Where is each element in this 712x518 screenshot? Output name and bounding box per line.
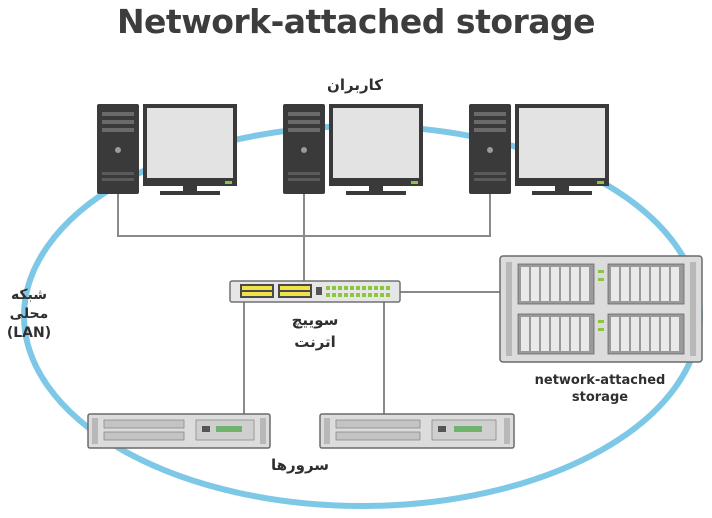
lan-label: شبکه محلی (LAN) [0, 286, 58, 343]
lan-label-line3: (LAN) [6, 325, 52, 341]
nas-label-line2: storage [571, 390, 629, 405]
computer-2 [283, 104, 423, 195]
monitor-screen [333, 108, 419, 178]
monitor-screen [147, 108, 233, 178]
servers-label: سرورها [270, 456, 330, 474]
computer-3 [469, 104, 609, 195]
nas-device [499, 255, 703, 363]
monitor-screen [519, 108, 605, 178]
switch-label-line2: اترنت [294, 333, 336, 351]
server-1 [87, 413, 271, 449]
ethernet-switch [229, 280, 401, 303]
computer-1 [97, 104, 237, 195]
diagram-title: Network-attached storage [116, 2, 596, 41]
lan-label-line2: محلی [9, 306, 49, 322]
nas-label: network-attached storage [520, 372, 680, 406]
lan-label-line1: شبکه [10, 287, 48, 303]
connection-lines [117, 192, 502, 418]
nas-label-line1: network-attached [534, 373, 666, 388]
switch-label: سوییچ اترنت [270, 309, 360, 353]
switch-label-line1: سوییچ [291, 311, 339, 329]
users-label: کاربران [327, 76, 383, 94]
server-2 [319, 413, 515, 449]
